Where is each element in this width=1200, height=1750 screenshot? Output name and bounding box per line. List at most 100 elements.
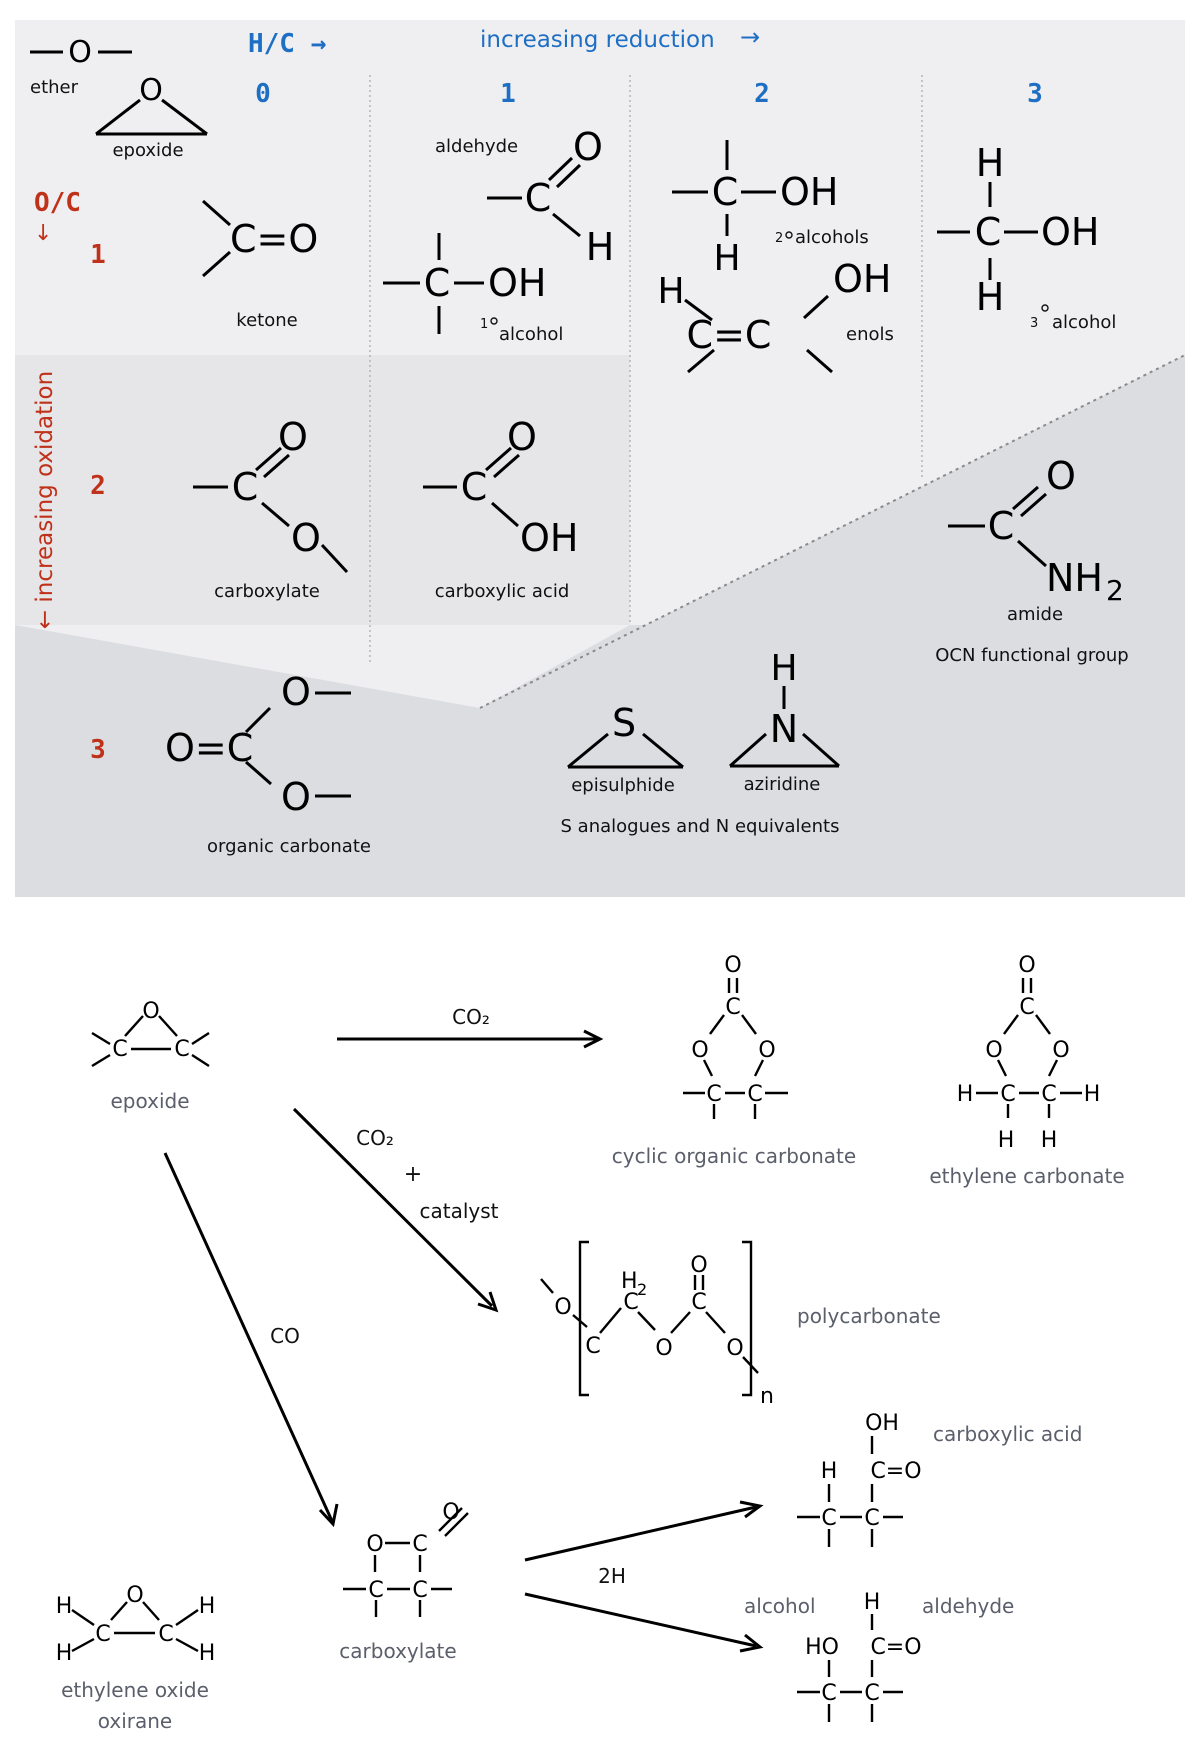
svg-text:C: C [232, 465, 259, 509]
carboxylic-acid-product-label: carboxylic acid [933, 1422, 1082, 1446]
enol-structure: H C=C OH [657, 257, 891, 374]
svg-text:C: C [1000, 1082, 1015, 1107]
acid-product-structure: OH H C=O C C [797, 1411, 922, 1547]
epoxide-structure: O [95, 73, 208, 136]
arrowhead-carboxylate [318, 1503, 339, 1528]
svg-text:O=C: O=C [165, 726, 253, 770]
arrow-to-aldehyde [524, 1592, 757, 1648]
catalyst-label: catalyst [419, 1199, 498, 1223]
svg-text:O: O [281, 670, 311, 714]
hc-value-0: 0 [255, 79, 271, 109]
ether-structure: O [30, 35, 132, 70]
svg-text:OH: OH [520, 516, 578, 560]
oc-axis-label: O/C [34, 188, 81, 218]
oc-value-1: 1 [90, 240, 106, 270]
svg-text:O: O [690, 1253, 707, 1278]
tertiary-alcohol-sup: 3 [1030, 316, 1038, 331]
svg-text:C=O: C=O [870, 1635, 921, 1660]
aldehyde-label: aldehyde [435, 136, 518, 157]
svg-text:C: C [585, 1334, 600, 1359]
svg-text:O: O [724, 953, 741, 978]
svg-text:C: C [623, 1290, 638, 1315]
oc3-shaded-region [15, 355, 1185, 897]
svg-text:O: O [442, 1500, 459, 1525]
svg-text:H: H [998, 1128, 1015, 1153]
svg-text:S: S [612, 701, 636, 745]
svg-text:C: C [158, 1622, 173, 1647]
svg-text:O: O [655, 1336, 672, 1361]
arrow-to-carboxylic-acid [524, 1505, 757, 1562]
ethylene-carbonate-structure: O C O O H C C H H H [957, 953, 1101, 1153]
svg-text:H: H [770, 648, 797, 689]
svg-text:H: H [56, 1594, 73, 1619]
svg-text:H: H [1041, 1128, 1058, 1153]
carboxylic-acid-label: carboxylic acid [435, 581, 570, 602]
svg-text:O: O [291, 516, 321, 560]
tertiary-alcohol-structure: H C OH H [937, 141, 1099, 319]
episulphide-label: episulphide [571, 775, 675, 796]
svg-text:O: O [68, 35, 92, 70]
svg-text:C: C [975, 210, 1002, 254]
svg-text:H: H [199, 1641, 216, 1666]
svg-text:H: H [621, 1269, 638, 1294]
svg-text:C=C: C=C [687, 313, 772, 357]
svg-text:C: C [1019, 995, 1034, 1020]
arrowhead-carboxylic-acid [739, 1500, 764, 1519]
ketone-structure: C=O [202, 199, 318, 278]
reduction-label: increasing reduction [480, 27, 715, 53]
epoxide-label: epoxide [112, 140, 183, 161]
co2-reagent-label: CO₂ [452, 1005, 490, 1029]
svg-text:H: H [957, 1082, 974, 1107]
amide-label: amide [1007, 604, 1063, 625]
svg-text:H: H [821, 1459, 838, 1484]
svg-text:O: O [278, 415, 308, 459]
hc-value-2: 2 [754, 79, 770, 109]
ethylene-oxide-label: ethylene oxide [61, 1678, 209, 1702]
oxidation-label: ← increasing oxidation [32, 371, 58, 629]
svg-text:O: O [1018, 953, 1035, 978]
svg-text:O: O [554, 1295, 571, 1320]
primary-alcohol-sup: 1 [480, 317, 488, 332]
carboxylate-label: carboxylate [214, 581, 320, 602]
tertiary-alcohol-label: alcohol [1052, 312, 1116, 333]
reduction-arrow: → [740, 23, 760, 51]
cyclic-carbonate-structure: O C O O C C [683, 953, 788, 1119]
svg-text:HO: HO [805, 1635, 839, 1660]
ether-label: ether [30, 77, 79, 98]
aldehyde-structure: C O H [487, 125, 614, 269]
secondary-alcohols-label: alcohols [795, 227, 869, 248]
arrowhead-polycarbonate [477, 1291, 499, 1313]
hc-value-1: 1 [500, 79, 516, 109]
polycarbonate-label: polycarbonate [797, 1304, 941, 1328]
svg-text:C: C [712, 170, 739, 214]
svg-text:C: C [988, 504, 1015, 548]
lactone-label: carboxylate [339, 1639, 456, 1663]
svg-text:OH: OH [488, 261, 546, 305]
plus-sign: + [404, 1162, 422, 1187]
svg-text:2: 2 [1106, 574, 1124, 607]
arrow-to-polycarbonate [292, 1107, 494, 1308]
oc-value-3: 3 [90, 735, 106, 765]
s-n-analogues-label: S analogues and N equivalents [561, 816, 840, 837]
carboxylate-structure: C O O [193, 415, 349, 574]
svg-text:O: O [1052, 1038, 1069, 1063]
svg-text:O: O [691, 1038, 708, 1063]
hc-axis-label: H/C → [248, 29, 326, 59]
svg-text:C: C [1041, 1082, 1056, 1107]
aldehyde-product-structure: H HO C=O C C [797, 1590, 922, 1722]
ethylene-carbonate-label: ethylene carbonate [929, 1164, 1124, 1188]
svg-text:O: O [281, 775, 311, 819]
organic-carbonate-label: organic carbonate [207, 836, 371, 857]
svg-text:C=O: C=O [230, 217, 318, 261]
two-h-reagent-label: 2H [598, 1564, 626, 1588]
ethylene-oxide-structure: O C C H H H H [56, 1583, 216, 1666]
oxirane-label: oxirane [98, 1709, 172, 1733]
aldehyde-product-label: aldehyde [922, 1594, 1014, 1618]
ketone-label: ketone [236, 310, 297, 331]
arrowhead-aldehyde [739, 1633, 764, 1653]
svg-text:C: C [112, 1037, 127, 1062]
svg-text:H: H [976, 275, 1005, 319]
svg-text:O: O [142, 999, 159, 1024]
svg-text:H: H [586, 225, 615, 269]
co2-catalyst-reagent-label: CO₂ [356, 1126, 394, 1150]
